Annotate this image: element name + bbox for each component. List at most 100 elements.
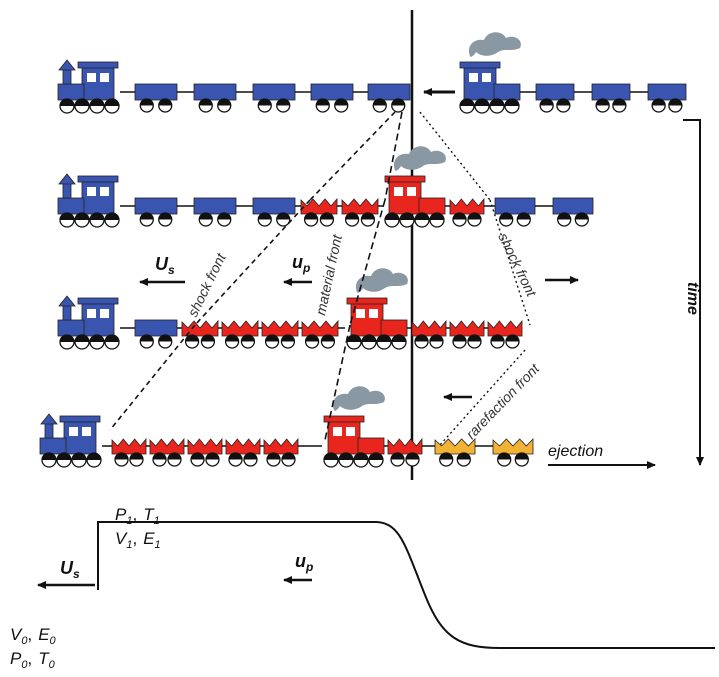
wheel bbox=[368, 452, 384, 468]
compressed-car bbox=[221, 319, 259, 349]
wheel bbox=[414, 334, 429, 349]
wheel bbox=[467, 212, 482, 227]
wheel bbox=[205, 452, 220, 467]
crushed-locomotive bbox=[384, 175, 446, 228]
wheel bbox=[499, 212, 514, 227]
shock-front-right-label: shock front bbox=[495, 230, 540, 300]
wheel bbox=[391, 98, 406, 113]
wheel bbox=[89, 334, 105, 350]
wheel bbox=[651, 98, 666, 113]
shock-front-left-label: shock front bbox=[184, 250, 229, 320]
wheel bbox=[89, 212, 105, 228]
wheel bbox=[280, 334, 296, 349]
wheel bbox=[104, 212, 120, 228]
train-row-1 bbox=[57, 32, 687, 114]
compressed-car bbox=[387, 437, 423, 467]
car bbox=[591, 83, 631, 113]
compressed-car bbox=[300, 197, 338, 227]
wheel bbox=[439, 452, 454, 467]
car bbox=[494, 197, 536, 227]
wheel bbox=[158, 334, 173, 349]
state0-volume-energy: V0,E0 bbox=[10, 625, 57, 647]
wheel bbox=[319, 212, 335, 227]
smoke-puff bbox=[393, 146, 446, 171]
wheel bbox=[184, 334, 200, 349]
wheel bbox=[56, 452, 72, 468]
time-axis bbox=[683, 119, 704, 466]
shock-front-left-lines bbox=[109, 111, 396, 431]
wheel bbox=[139, 334, 154, 349]
wheel bbox=[266, 452, 281, 467]
locomotive bbox=[57, 295, 120, 350]
wheel bbox=[490, 334, 505, 349]
locomotive bbox=[459, 61, 521, 114]
smoke-puff bbox=[332, 386, 385, 411]
compressed-car bbox=[411, 319, 447, 349]
us-label-upper: Us bbox=[155, 254, 175, 277]
wheel bbox=[276, 212, 291, 227]
wheel bbox=[474, 98, 490, 114]
wheel bbox=[429, 334, 444, 349]
up-label-lower: up bbox=[295, 551, 313, 574]
wheel bbox=[104, 334, 120, 350]
wheel bbox=[217, 98, 232, 113]
wheel bbox=[114, 452, 129, 467]
rarefaction-front-line bbox=[439, 349, 526, 446]
wheel bbox=[158, 212, 173, 227]
wheel bbox=[264, 334, 280, 349]
smoke-puff bbox=[355, 268, 408, 293]
compressed-car bbox=[111, 437, 147, 467]
wheel bbox=[429, 212, 445, 228]
wheel bbox=[539, 98, 554, 113]
wheel bbox=[74, 334, 90, 350]
wheel bbox=[360, 212, 376, 227]
wheel bbox=[516, 212, 531, 227]
wheel bbox=[200, 334, 216, 349]
wheel bbox=[344, 212, 360, 227]
wheel bbox=[74, 212, 90, 228]
wheel bbox=[452, 334, 467, 349]
wheel bbox=[59, 98, 75, 114]
shock-front-right-lines bbox=[419, 111, 531, 326]
wheel bbox=[158, 98, 173, 113]
wheel bbox=[139, 98, 154, 113]
wheel bbox=[668, 98, 683, 113]
car bbox=[310, 83, 354, 113]
wheel bbox=[198, 212, 213, 227]
wheel bbox=[334, 98, 349, 113]
wheel bbox=[243, 452, 258, 467]
compressed-car bbox=[487, 319, 523, 349]
wheel bbox=[276, 98, 291, 113]
locomotive bbox=[57, 173, 120, 228]
wheel bbox=[497, 452, 512, 467]
state1-pressure-temperature: P1,T1 bbox=[115, 505, 160, 527]
car bbox=[647, 83, 687, 113]
wheel bbox=[456, 452, 471, 467]
wheel bbox=[139, 212, 154, 227]
car bbox=[252, 83, 296, 113]
crushed-locomotive bbox=[346, 297, 408, 350]
wheel bbox=[467, 334, 482, 349]
wheel bbox=[346, 334, 362, 350]
train-row-2 bbox=[57, 146, 594, 228]
wheel bbox=[399, 212, 415, 228]
train-row-3 bbox=[57, 268, 523, 350]
wheel bbox=[71, 452, 87, 468]
wheel bbox=[574, 212, 589, 227]
compressed-car bbox=[263, 437, 299, 467]
wheel bbox=[315, 98, 330, 113]
wheel bbox=[557, 212, 572, 227]
wheel bbox=[361, 334, 377, 350]
wheel bbox=[414, 212, 430, 228]
wheel bbox=[390, 452, 405, 467]
car bbox=[134, 319, 178, 349]
car bbox=[535, 83, 575, 113]
compressed-car bbox=[492, 438, 534, 467]
wheel bbox=[353, 452, 369, 468]
wheel bbox=[167, 452, 182, 467]
wheel bbox=[459, 98, 475, 114]
smoke-puff bbox=[468, 32, 521, 57]
material-front-label: material front bbox=[312, 232, 345, 316]
wheel bbox=[384, 212, 400, 228]
wheel bbox=[59, 212, 75, 228]
